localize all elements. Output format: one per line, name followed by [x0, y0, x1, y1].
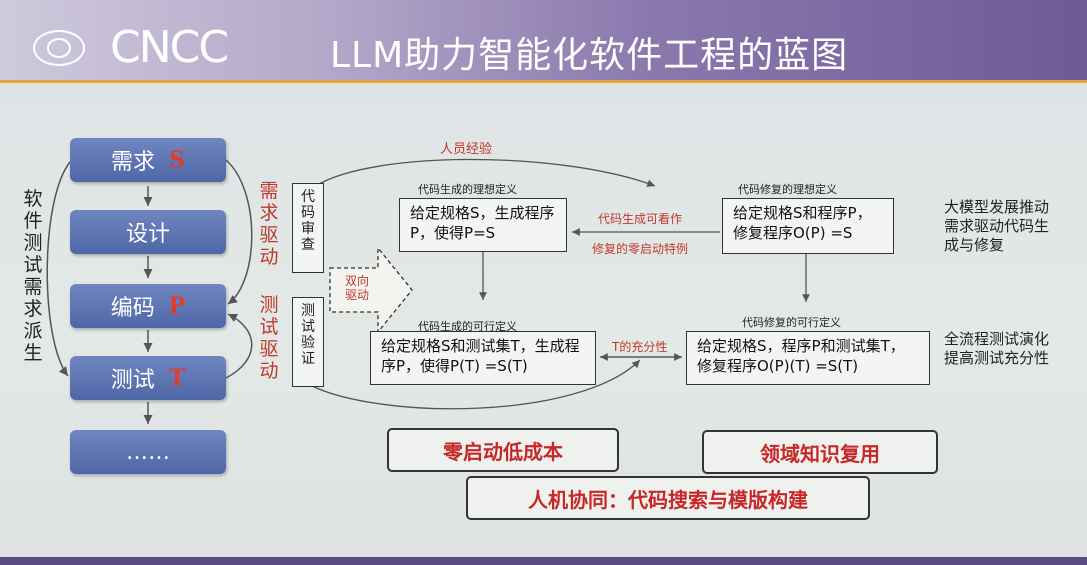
slide-title: LLM助力智能化软件工程的蓝图 [330, 35, 849, 76]
human-machine-pill: 人机协同：代码搜索与模版构建 [466, 476, 870, 520]
stage-testing: 测试 T [70, 356, 226, 400]
left-vertical-note: 软件测试需求派生 [23, 188, 43, 364]
repair-ideal-caption: 代码修复的理想定义 [738, 183, 837, 196]
test-verify-label: 测试验证 [301, 303, 315, 367]
brand-text: CNCC [110, 22, 229, 73]
stage-label: 需求 [111, 150, 156, 175]
stage-label: 测试 [110, 368, 155, 393]
test-verify-box: 测试验证 [292, 297, 324, 387]
repair-feasible-box: 给定规格S，程序P和测试集T，修复程序O(P)(T) =S(T) [686, 331, 930, 385]
repair-ideal-box: 给定规格S和程序P，修复程序O(P) =S [722, 198, 894, 254]
gen-feasible-box: 给定规格S和测试集T，生成程序P，使得P(T) =S(T) [370, 331, 596, 385]
zero-start-pill: 零启动低成本 [387, 428, 619, 472]
experience-label: 人员经验 [440, 142, 493, 157]
stage-tag: T [168, 365, 186, 391]
domain-reuse-pill: 领域知识复用 [702, 430, 938, 474]
t-sufficiency-label: T的充分性 [612, 340, 668, 354]
stage-tag: P [168, 293, 186, 319]
middle-note-line1: 代码生成可看作 [598, 212, 683, 226]
footer-bar [0, 557, 1087, 565]
stage-label: 设计 [125, 222, 170, 247]
gen-ideal-caption: 代码生成的理想定义 [418, 183, 517, 196]
right-note-llm: 大模型发展推动需求驱动代码生成与修复 [944, 198, 1050, 254]
stage-label: …… [126, 439, 170, 465]
test-driven-label: 测试驱动 [259, 294, 279, 382]
header-divider [0, 80, 1087, 83]
stage-tag: S [169, 147, 185, 173]
stage-design: 设计 [70, 210, 226, 254]
requirement-driven-label: 需求驱动 [259, 180, 279, 268]
code-review-label: 代码审查 [301, 189, 315, 253]
code-review-box: 代码审查 [292, 183, 324, 273]
bidirectional-label: 双向驱动 [344, 274, 369, 302]
right-note-testing: 全流程测试演化提高测试充分性 [944, 330, 1050, 367]
gen-ideal-box: 给定规格S，生成程序P，使得P=S [399, 198, 567, 252]
cncc-logo-icon [33, 30, 85, 66]
middle-note-line2: 修复的零启动特例 [592, 242, 689, 256]
gen-feasible-caption: 代码生成的可行定义 [418, 320, 517, 333]
stage-requirements: 需求 S [70, 138, 226, 182]
stage-coding: 编码 P [70, 284, 226, 328]
repair-feasible-caption: 代码修复的可行定义 [742, 316, 841, 329]
stage-more: …… [70, 430, 226, 474]
stage-label: 编码 [110, 296, 155, 321]
header-bar: CNCC LLM助力智能化软件工程的蓝图 [0, 0, 1087, 82]
